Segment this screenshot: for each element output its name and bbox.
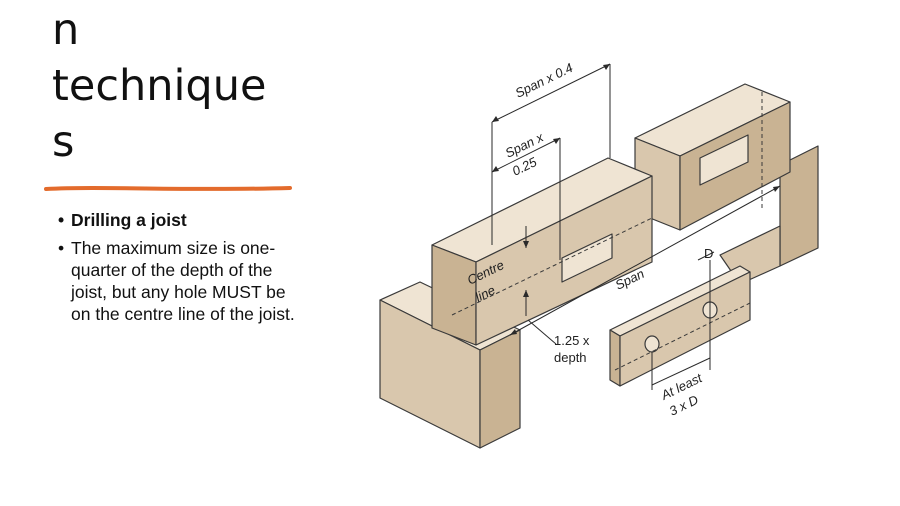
arrowhead bbox=[773, 186, 780, 192]
arrowhead bbox=[523, 290, 529, 297]
label-depth: depth bbox=[554, 350, 587, 365]
board-centre-line bbox=[614, 301, 753, 371]
arrowhead bbox=[603, 64, 610, 70]
bullet-item: • Drilling a joist bbox=[58, 209, 308, 231]
main-joist-hole bbox=[561, 233, 613, 283]
main-joist-end bbox=[431, 244, 477, 346]
small-board-end bbox=[609, 329, 621, 387]
title-line: s bbox=[52, 117, 75, 167]
arrowhead bbox=[492, 166, 499, 172]
d-dimension bbox=[697, 251, 715, 261]
bullet-dot: • bbox=[58, 238, 65, 258]
arrowhead bbox=[553, 138, 560, 144]
right-joist-hole bbox=[699, 134, 749, 186]
joist-drilling-diagram: Span x 0.4 Span x 0.25 Centre line Span … bbox=[379, 60, 819, 449]
bullet-list: • Drilling a joist • The maximum size is… bbox=[58, 209, 308, 331]
bullet-text: Drilling a joist bbox=[71, 210, 187, 230]
bullet-item: • The maximum size is one-quarter of the… bbox=[58, 237, 308, 325]
label-d: D bbox=[704, 246, 713, 261]
title-line: technique bbox=[52, 61, 267, 111]
arrowhead bbox=[510, 329, 517, 335]
arrowhead bbox=[492, 116, 499, 122]
span-025-dimension bbox=[491, 137, 561, 173]
slide-title: p n technique s bbox=[52, 0, 312, 170]
label-span-04: Span x 0.4 bbox=[513, 60, 575, 101]
span-04-dimension bbox=[491, 63, 611, 123]
title-line: n bbox=[52, 5, 80, 55]
spacing-dimension bbox=[651, 357, 711, 386]
span-dimension bbox=[509, 185, 781, 336]
arrowhead bbox=[523, 241, 529, 248]
bullet-text: The maximum size is one-quarter of the d… bbox=[71, 238, 295, 324]
left-post-side bbox=[479, 329, 521, 449]
label-depth-factor: 1.25 x bbox=[554, 333, 590, 348]
bullet-dot: • bbox=[58, 210, 65, 230]
joist-centre-line bbox=[451, 217, 653, 316]
small-board-front bbox=[619, 271, 751, 387]
depth-leader bbox=[527, 319, 557, 345]
title-underline bbox=[44, 186, 292, 191]
board-hole bbox=[644, 335, 660, 353]
